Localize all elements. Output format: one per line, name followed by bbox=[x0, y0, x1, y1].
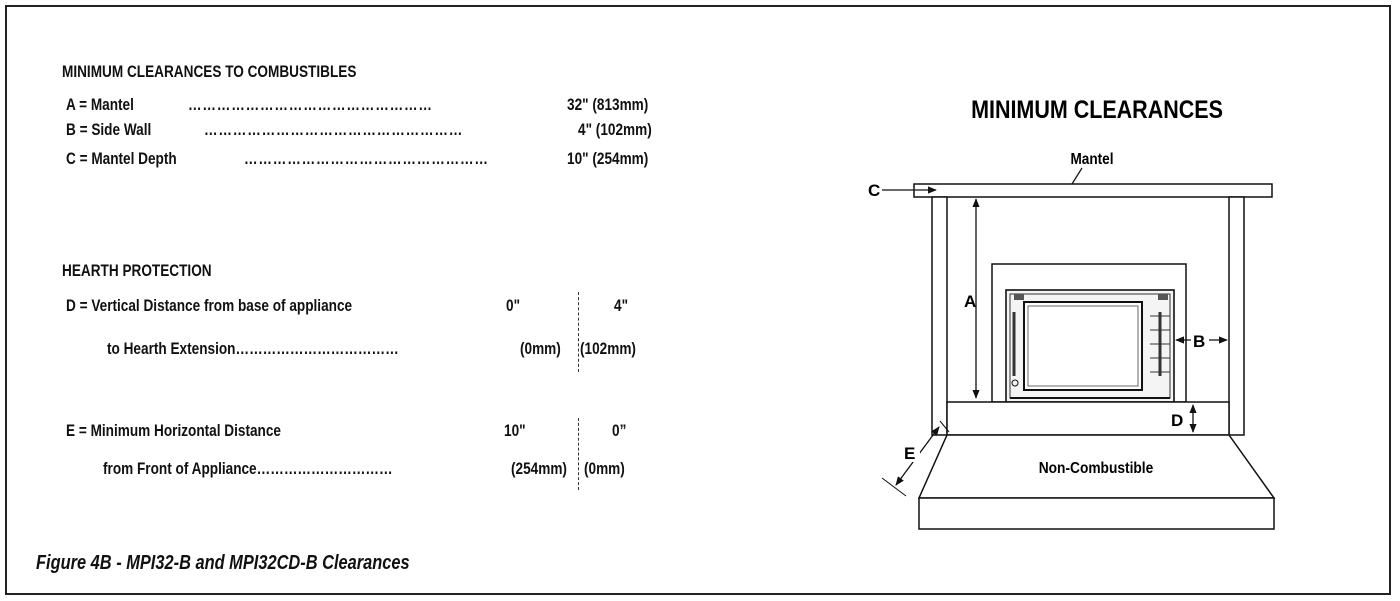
clearance-a-label: A = Mantel bbox=[66, 95, 134, 114]
clearance-a-value: 32" (813mm) bbox=[567, 95, 649, 114]
hearth-e-v1-in: 10" bbox=[504, 421, 526, 440]
clearances-heading: MINIMUM CLEARANCES TO COMBUSTIBLES bbox=[62, 62, 357, 81]
hearth-label: Non-Combustible bbox=[1039, 459, 1154, 477]
clearance-a-leader: …………………………………………… bbox=[188, 95, 433, 114]
diagram-title: MINIMUM CLEARANCES bbox=[971, 95, 1223, 123]
value-divider-d bbox=[578, 292, 579, 372]
c-label: C bbox=[868, 181, 880, 200]
value-divider-e bbox=[578, 418, 579, 490]
clearance-diagram: MINIMUM CLEARANCES Mantel C A B D bbox=[868, 95, 1276, 530]
a-label: A bbox=[964, 292, 976, 311]
b-label-bg bbox=[1191, 330, 1209, 350]
e-label-bg bbox=[902, 442, 920, 462]
figure-frame bbox=[5, 5, 1391, 595]
mantel-shelf bbox=[913, 183, 1273, 198]
e-tick-bottom bbox=[881, 477, 907, 497]
hearth-d-v1-mm: (0mm) bbox=[520, 339, 561, 358]
d-label: D bbox=[1171, 411, 1183, 430]
clearance-b-value: 4" (102mm) bbox=[578, 120, 652, 139]
hearth-e-v2-mm: (0mm) bbox=[584, 459, 625, 478]
hearth-d-v2-mm: (102mm) bbox=[580, 339, 636, 358]
mantel-label: Mantel bbox=[1070, 151, 1113, 168]
clearance-c-label: C = Mantel Depth bbox=[66, 149, 177, 168]
hearth-d-v2-in: 4" bbox=[614, 296, 629, 315]
hearth-e-line1: E = Minimum Horizontal Distance bbox=[66, 421, 281, 440]
e-tick-top bbox=[939, 420, 950, 433]
hearth-e-line2: from Front of Appliance………………………… bbox=[103, 459, 393, 478]
b-label: B bbox=[1193, 332, 1205, 351]
clearance-c-value: 10" (254mm) bbox=[567, 149, 649, 168]
fireplace-insert-icon bbox=[1005, 289, 1175, 403]
clearance-b-label: B = Side Wall bbox=[66, 120, 152, 139]
hearth-extension-raised bbox=[946, 401, 1230, 436]
hearth-heading: HEARTH PROTECTION bbox=[62, 261, 212, 280]
figure-caption: Figure 4B - MPI32-B and MPI32CD-B Cleara… bbox=[36, 552, 410, 574]
mantel-leader bbox=[1071, 167, 1083, 185]
e-label: E bbox=[904, 444, 915, 463]
hearth-e-v2-in: 0” bbox=[612, 421, 627, 440]
hearth-d-v1-in: 0" bbox=[506, 296, 521, 315]
right-wall-leg bbox=[1228, 196, 1245, 436]
hearth-e-v1-mm: (254mm) bbox=[511, 459, 567, 478]
hearth-d-line2: to Hearth Extension……………………………… bbox=[107, 339, 399, 358]
clearance-b-leader: ……………………………………………… bbox=[204, 120, 464, 139]
clearance-c-leader: …………………………………………… bbox=[244, 149, 489, 168]
left-wall-leg bbox=[931, 196, 948, 436]
hearth-base bbox=[918, 497, 1275, 530]
hearth-d-line1: D = Vertical Distance from base of appli… bbox=[66, 296, 353, 315]
